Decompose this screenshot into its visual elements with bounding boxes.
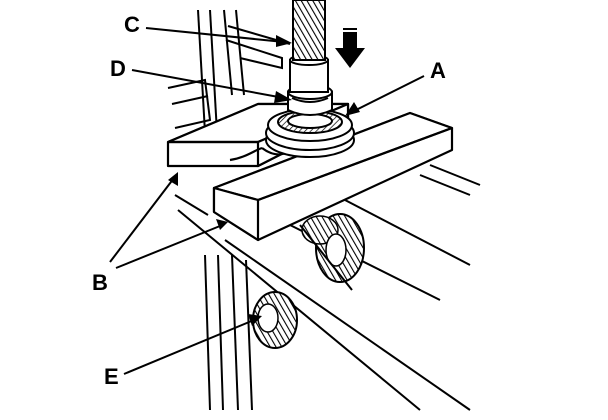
leader-line-e [123, 319, 255, 375]
gear-part-e [252, 291, 298, 349]
down-arrow-icon [335, 28, 365, 68]
callout-b: B [92, 270, 108, 295]
callout-a: A [430, 58, 446, 83]
threaded-shaft-part-c [289, 0, 329, 93]
bearing-part-a [265, 108, 355, 158]
callout-d: D [110, 56, 126, 81]
leader-line-d [131, 69, 285, 99]
leader-line-b-rear [109, 177, 175, 263]
press-bed [174, 164, 481, 411]
leader-line-b-front [115, 225, 221, 269]
press-frame [167, 9, 291, 411]
leader-line-c [145, 27, 285, 43]
leader-line-a [351, 75, 425, 113]
leader-lines [109, 27, 425, 375]
gear-cluster [299, 213, 365, 291]
callout-c: C [124, 12, 140, 37]
leader-arrowheads [168, 35, 360, 326]
callout-e: E [104, 364, 119, 389]
